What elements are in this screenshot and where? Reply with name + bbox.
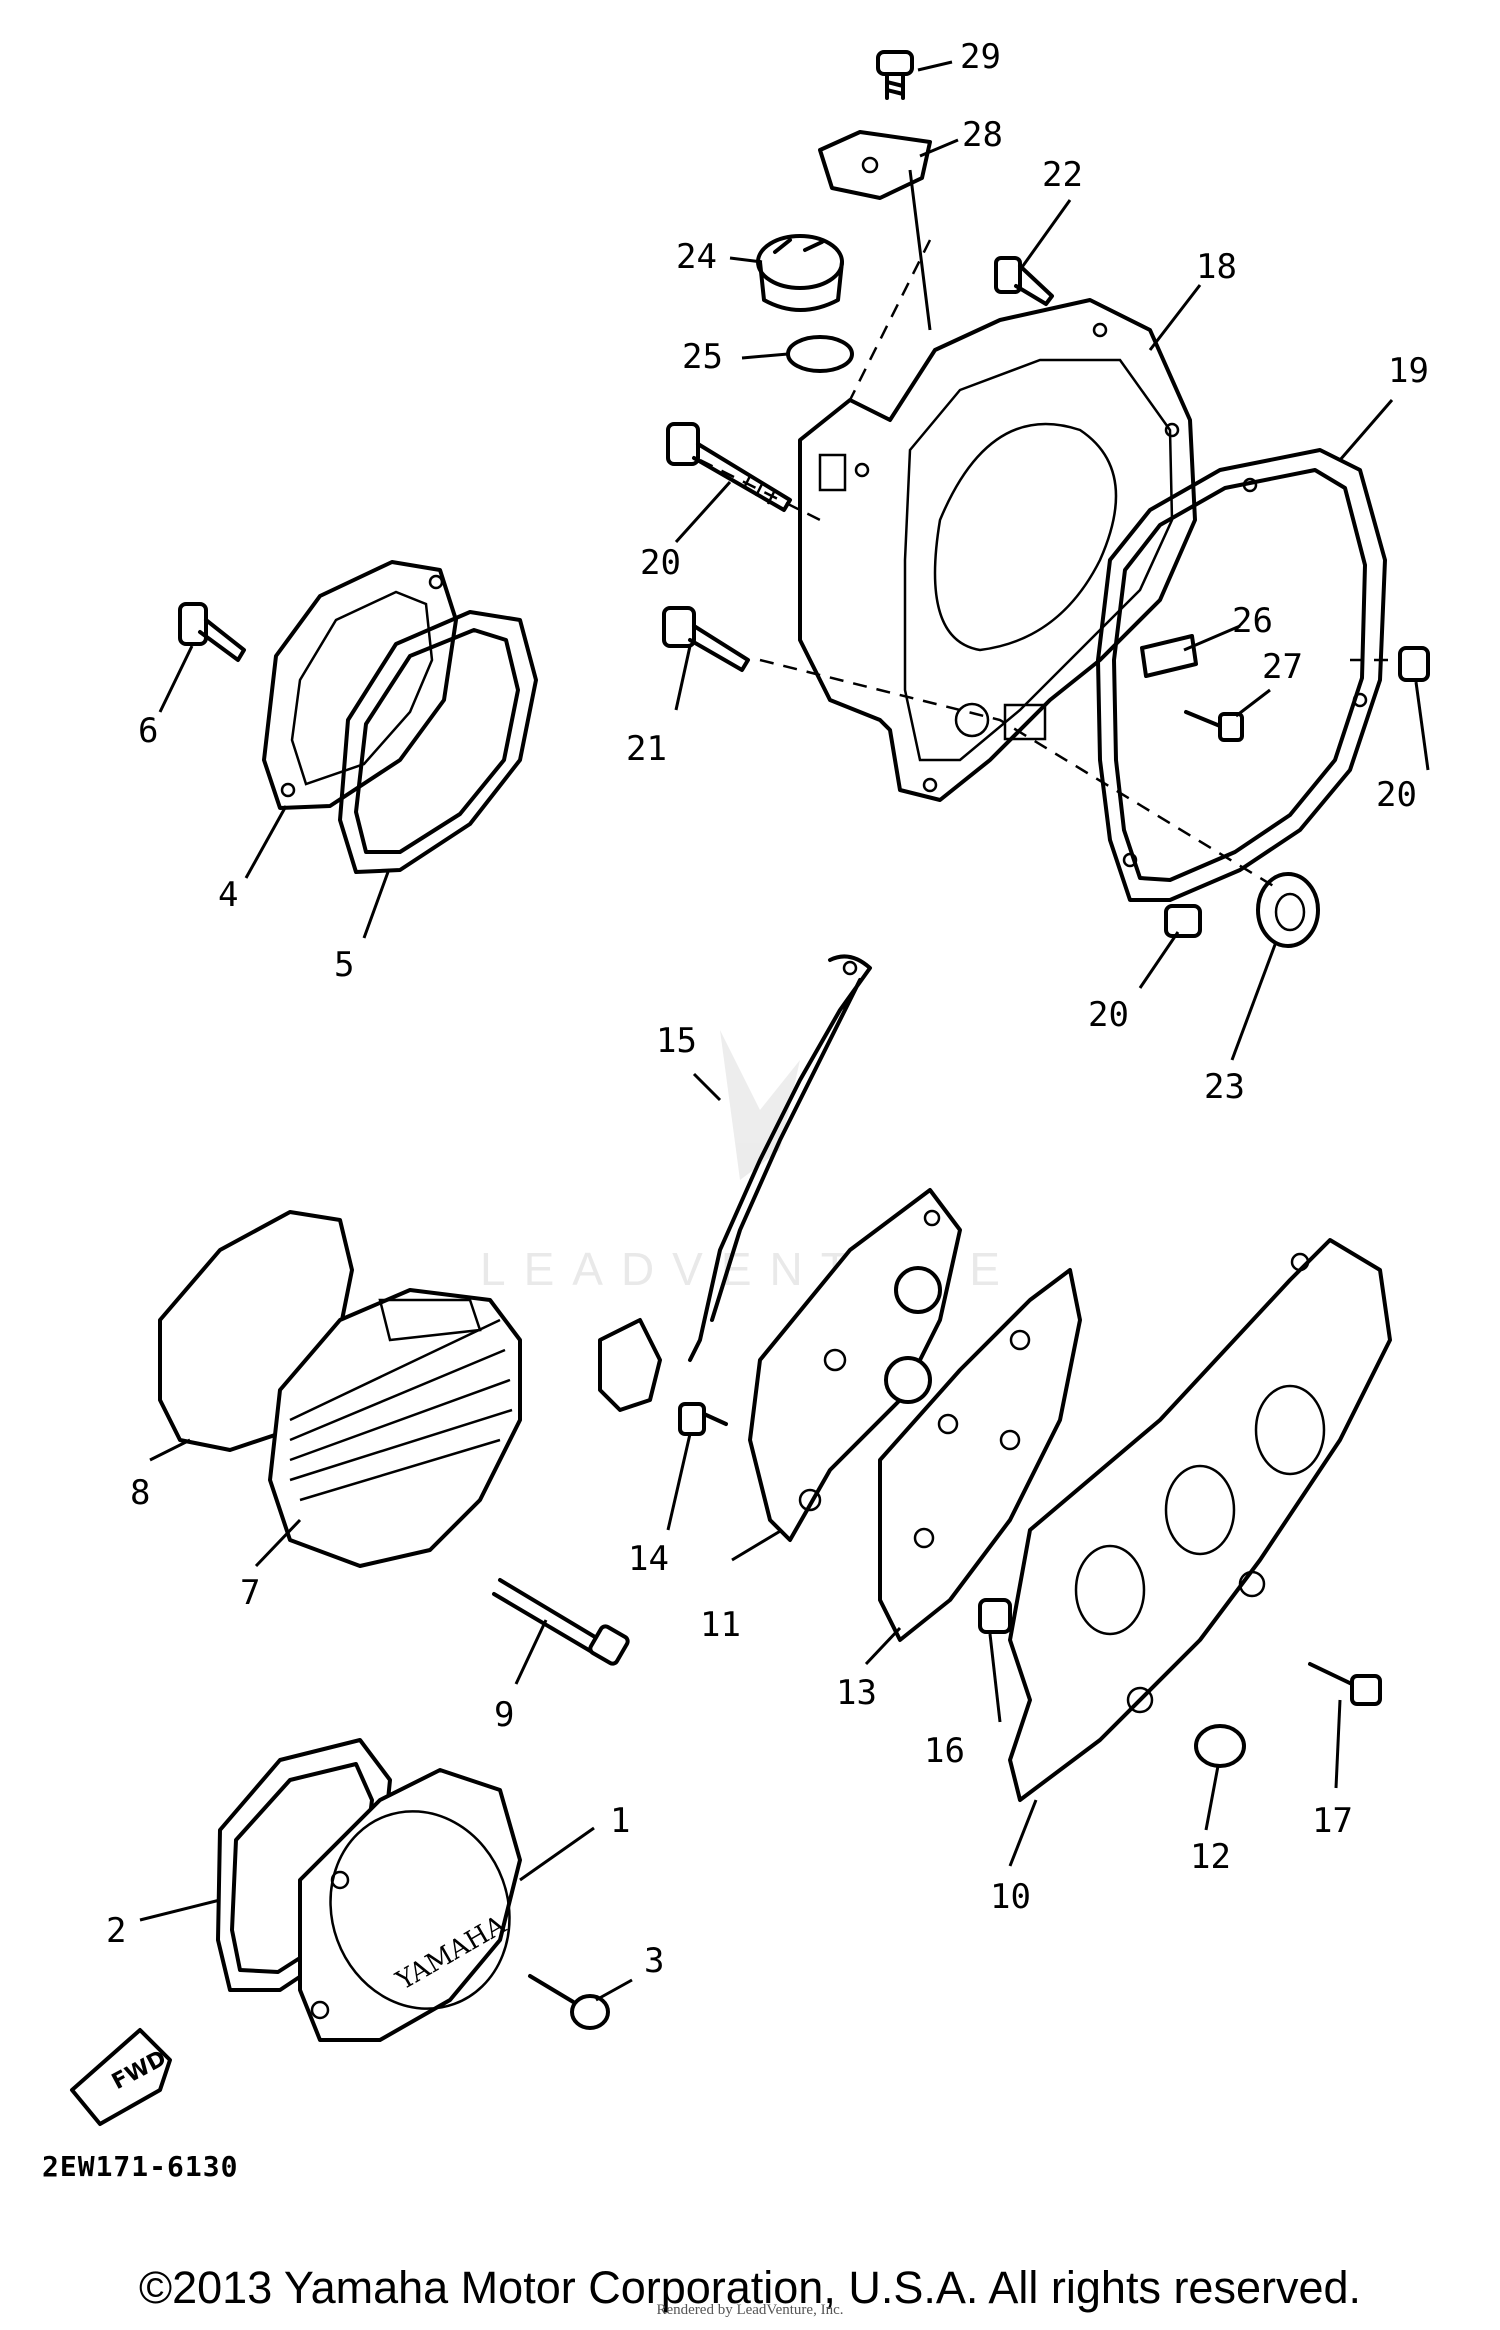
part-26-o-ring xyxy=(786,335,854,373)
callout-3: 3 xyxy=(644,1941,664,1981)
part-6-bolt xyxy=(178,602,246,662)
part-5-gasket xyxy=(338,610,538,874)
part-28-screw xyxy=(1184,710,1244,742)
callout-21: 20 xyxy=(640,543,681,583)
callout-12: 12 xyxy=(1190,1837,1231,1877)
part-3-screw xyxy=(528,1974,610,2030)
callout-labels: 29 28 22 24 18 25 19 20 26 27 21 20 20 2… xyxy=(106,37,1429,1981)
callout-10: 10 xyxy=(990,1877,1031,1917)
callout-16: 16 xyxy=(924,1731,965,1771)
part-1-side-cover: YAMAHA xyxy=(298,1768,522,2042)
part-20-dowel-right xyxy=(1398,646,1430,682)
callout-11: 11 xyxy=(700,1605,741,1645)
part-12-plug xyxy=(1194,1724,1246,1768)
callout-24: 23 xyxy=(1204,1067,1245,1107)
callout-20-bottom: 20 xyxy=(1088,995,1129,1035)
callout-30: 29 xyxy=(960,37,1001,77)
part-29-plate xyxy=(818,130,932,200)
part-19-gasket xyxy=(1096,448,1387,902)
callout-2: 2 xyxy=(106,1911,126,1951)
callout-23: 22 xyxy=(1042,155,1083,195)
callout-19: 19 xyxy=(1388,351,1429,391)
part-9-bolt xyxy=(492,1578,630,1666)
part-11-plate xyxy=(748,1188,962,1542)
callout-13: 13 xyxy=(836,1673,877,1713)
leader-lines xyxy=(139,60,1430,2002)
part-16-dowel xyxy=(978,1598,1012,1634)
part-4-cover xyxy=(262,560,458,810)
part-27-clip xyxy=(1140,634,1198,678)
callout-20-right: 20 xyxy=(1376,775,1417,815)
copyright-notice: ©2013 Yamaha Motor Corporation, U.S.A. A… xyxy=(138,2262,1362,2313)
part-10-sprocket-cover xyxy=(1008,1238,1392,1802)
callout-6: 6 xyxy=(138,711,158,751)
part-21-bolt xyxy=(666,422,792,512)
part-25-filler-cap xyxy=(756,234,844,312)
part-18-crankcase-cover xyxy=(798,298,1197,802)
callout-5: 5 xyxy=(334,945,354,985)
callout-22: 21 xyxy=(626,729,667,769)
callout-18: 18 xyxy=(1196,247,1237,287)
callout-4: 4 xyxy=(218,875,238,915)
part-13-gasket xyxy=(878,1268,1082,1642)
callout-14: 14 xyxy=(628,1539,669,1579)
part-7-head-cover xyxy=(268,1288,522,1568)
part-15-bracket xyxy=(598,954,872,1412)
callout-28: 27 xyxy=(1262,647,1303,687)
part-23-bolt xyxy=(994,256,1054,306)
part-20-dowel-bottom xyxy=(1164,904,1202,938)
part-30-screw xyxy=(876,50,914,100)
callout-9: 9 xyxy=(494,1695,514,1735)
callout-8: 8 xyxy=(130,1473,150,1513)
diagram-code: 2EW171-6130 xyxy=(42,2150,239,2183)
part-14-bolt xyxy=(678,1402,728,1436)
callout-7: 7 xyxy=(240,1573,260,1613)
callout-15: 15 xyxy=(656,1021,697,1061)
part-22-bolt xyxy=(662,606,750,672)
callout-26: 25 xyxy=(682,337,723,377)
fwd-arrow-icon: FWD xyxy=(70,2028,172,2126)
callout-17: 17 xyxy=(1312,1801,1353,1841)
callout-29: 28 xyxy=(962,115,1003,155)
render-note: Rendered by LeadVenture, Inc. xyxy=(656,2302,844,2318)
part-17-bolt xyxy=(1308,1662,1382,1706)
callout-25: 24 xyxy=(676,237,717,277)
callout-1: 1 xyxy=(610,1801,630,1841)
callout-27: 26 xyxy=(1232,601,1273,641)
part-24-oil-seal xyxy=(1256,872,1320,948)
